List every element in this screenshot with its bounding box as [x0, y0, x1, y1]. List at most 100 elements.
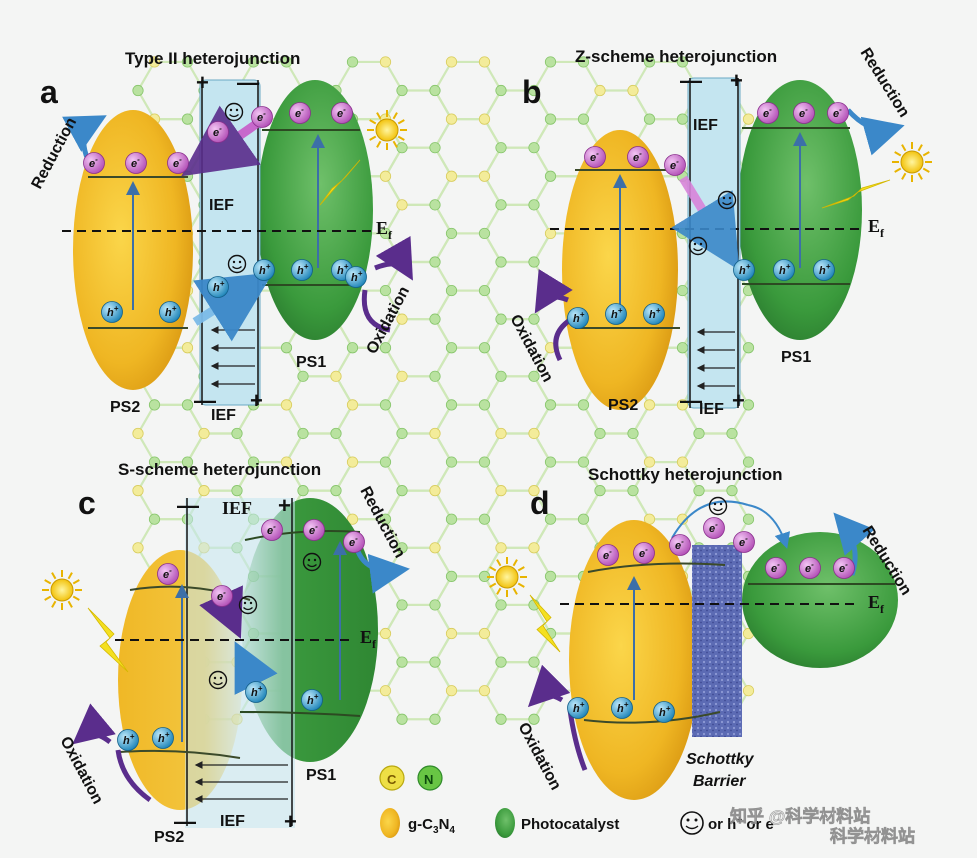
svg-text:e-: e-	[709, 520, 718, 535]
nitrogen-atom	[627, 427, 639, 440]
plus-sign: +	[732, 388, 745, 413]
nitrogen-atom	[148, 456, 161, 468]
svg-text:h+: h+	[573, 700, 585, 715]
electron: e-	[303, 519, 325, 541]
svg-text:e-: e-	[805, 560, 814, 575]
nitrogen-atom	[346, 56, 359, 68]
legend-c: C	[387, 772, 397, 787]
panel-b-letter: b	[522, 74, 542, 110]
panel-c-title: S-scheme heterojunction	[118, 460, 321, 479]
smiley-icon	[227, 254, 247, 274]
nitrogen-atom	[247, 456, 260, 468]
hole: h+	[117, 729, 139, 751]
svg-text:e-: e-	[89, 155, 98, 170]
ps2-label: PS2	[608, 397, 638, 414]
svg-text:e-: e-	[763, 105, 772, 120]
nitrogen-atom	[478, 227, 491, 240]
carbon-atom	[181, 342, 194, 354]
nitrogen-atom	[132, 84, 144, 97]
nitrogen-atom	[495, 142, 507, 154]
carbon-atom	[445, 170, 458, 182]
hole: h+	[567, 307, 589, 329]
svg-text:h+: h+	[251, 684, 263, 699]
nitrogen-atom	[445, 342, 458, 354]
electron: e-	[343, 531, 365, 553]
svg-text:e-: e-	[739, 534, 748, 549]
nitrogen-atom	[478, 456, 491, 468]
nitrogen-atom	[280, 56, 293, 68]
hole: h+	[605, 303, 627, 325]
plus-sign: +	[278, 493, 291, 518]
plus-sign: +	[250, 388, 263, 413]
hole: h+	[733, 259, 755, 281]
oxidation-label: Oxidation	[514, 720, 564, 793]
nitrogen-atom	[495, 199, 507, 211]
nitrogen-atom	[379, 513, 392, 525]
ief-label: IEF	[222, 498, 252, 518]
ps1-label: PS1	[306, 767, 336, 784]
light-sources	[42, 110, 932, 673]
nitrogen-atom	[594, 427, 606, 440]
nitrogen-atom	[445, 227, 458, 240]
hole: h+	[773, 259, 795, 281]
electron: e-	[167, 152, 189, 174]
hole: h+	[567, 697, 589, 719]
nitrogen-atom	[396, 142, 408, 154]
carbon-atom	[445, 113, 458, 125]
nitrogen-atom	[528, 84, 540, 97]
legend: C N g-C3N4 Photocatalyst or h+ or e	[379, 765, 774, 838]
electron: e-	[757, 102, 779, 124]
nitrogen-atom	[528, 256, 540, 268]
carbon-atom	[198, 427, 210, 440]
svg-text:e-: e-	[603, 547, 612, 562]
hole: h+	[291, 259, 313, 281]
svg-text:e-: e-	[349, 534, 358, 549]
svg-text:h+: h+	[107, 304, 119, 319]
svg-text:h+: h+	[213, 279, 225, 294]
nitrogen-atom	[478, 342, 491, 354]
svg-text:e-: e-	[173, 155, 182, 170]
panel-a-letter: a	[40, 74, 58, 110]
legend-photocatalyst: Photocatalyst	[521, 816, 619, 833]
nitrogen-atom	[643, 113, 656, 125]
ief-label-bottom: IEF	[211, 407, 236, 424]
lightning-icon	[529, 594, 561, 653]
nitrogen-atom	[495, 599, 507, 611]
nitrogen-atom	[330, 485, 342, 497]
carbon-atom	[478, 627, 491, 640]
hole: h+	[611, 697, 633, 719]
smiley-icon	[238, 595, 258, 615]
panel-d: Schottky heterojunction d Schottky Barri…	[514, 465, 914, 800]
ps2-label: PS2	[110, 399, 140, 416]
hole: h+	[643, 303, 665, 325]
electron: e-	[211, 585, 233, 607]
nitrogen-atom	[297, 427, 309, 440]
carbon-atom	[676, 456, 689, 468]
nitrogen-atom	[429, 599, 441, 611]
barrier-label-line2: Barrier	[693, 773, 746, 790]
svg-text:h+: h+	[351, 269, 363, 284]
nitrogen-atom	[528, 142, 540, 154]
carbon-atom	[280, 399, 293, 411]
nitrogen-atom	[478, 513, 491, 525]
panel-d-title: Schottky heterojunction	[588, 465, 783, 484]
svg-text:h+: h+	[297, 262, 309, 277]
carbon-atom	[495, 542, 507, 554]
schottky-barrier	[692, 545, 742, 737]
smiley-icon	[224, 102, 244, 122]
hole: h+	[159, 301, 181, 323]
svg-text:e-: e-	[163, 566, 172, 581]
svg-text:e-: e-	[295, 105, 304, 120]
carbon-atom	[379, 685, 392, 697]
nitrogen-atom-icon	[417, 765, 443, 791]
electron: e-	[261, 519, 283, 541]
svg-text:e-: e-	[670, 157, 679, 172]
carbon-atom	[396, 313, 408, 325]
electron: e-	[125, 152, 147, 174]
nitrogen-atom	[676, 342, 689, 354]
carbon-atom	[528, 542, 540, 554]
electron: e-	[633, 542, 655, 564]
carbon-atom	[330, 370, 342, 382]
ief-label-bottom: IEF	[699, 401, 724, 418]
carbon-atom	[379, 56, 392, 68]
